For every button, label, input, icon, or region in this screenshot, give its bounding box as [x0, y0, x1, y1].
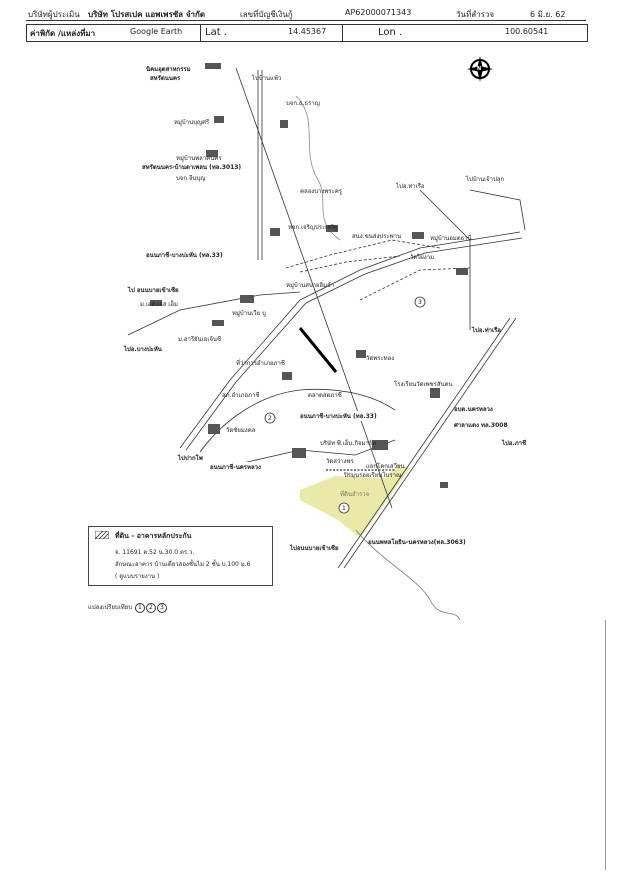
header-divider	[26, 20, 586, 21]
map-label: วัดพระทอง	[366, 355, 395, 362]
map-label: หจก.เจริญประเสริฐ	[288, 224, 338, 231]
legend-line-3: ( ดูแบบรายงาน )	[115, 573, 160, 580]
comparison-label: แปลงเปรียบเทียบ	[88, 604, 133, 611]
map-label: อนนภาชี-บางปะหัน (ทล.33)	[300, 411, 377, 421]
map-label: สหรัตนนคร	[150, 75, 181, 82]
map-label: หมู่บ้านเวีย บู	[232, 310, 266, 317]
map-label: ไปอ.ท่าเรือ	[472, 327, 501, 334]
legend-title: ที่ดิน - อาคารหลักประกัน	[115, 532, 192, 540]
account-value: AP62000071343	[345, 8, 412, 17]
comparison-marker-3: 3	[156, 603, 167, 613]
map-label: ปิรมุนรอยเรียนโบราณ	[344, 472, 402, 479]
company-label: บริษัทผู้ประเมิน	[28, 10, 80, 19]
map-label: หมู่บ้านพลาคนคร	[176, 155, 222, 162]
road-lines	[127, 67, 526, 621]
subject-land-highlight	[300, 465, 410, 538]
map-label: ไปอ.บางปะหัน	[124, 346, 162, 353]
map-label: นิคมอุตสาหกรรม	[146, 66, 191, 73]
map-label: ม.เอส.เอส เฮ็ม	[140, 301, 178, 308]
map-label: ไปบ้านแพ้ว	[252, 75, 282, 82]
divider	[200, 24, 201, 41]
map-label: ไปอ.ภาชี	[502, 440, 527, 447]
map-label: หมู่บ้านบุญศรี	[174, 119, 210, 126]
map-label: บจก.ธ.ธราญ	[286, 100, 320, 107]
legend-line-2: ลักษณะอาคาร บ้านเดี่ยวสองชั้นไม่ 2 ชั้น …	[115, 561, 251, 568]
lon-value: 100.60541	[505, 27, 549, 36]
map-label: สภ.อำเภอภาชี	[222, 392, 260, 399]
account-label: เลขที่บัญชีเงินกู้	[240, 10, 293, 19]
map-label: ศาลาแดง ทล.3008	[454, 422, 508, 429]
comparison-marker-1: 1	[134, 603, 145, 613]
legend-line-1: จ. 11691 ต.52 น.30.0 ตร.ว.	[115, 549, 195, 556]
route-marker-3: 3	[418, 299, 422, 306]
map-label: วัดสว่างพร	[326, 458, 354, 465]
map-label: ไปบ้านเจ้าปลุก	[466, 176, 505, 183]
map-label: สนง.ขนส่งประพาน	[352, 233, 402, 240]
map-label: อนนภาชี-นครหลวง	[210, 462, 261, 472]
map-label: โรงเรียนวัดเพชรสันตน	[394, 381, 453, 388]
source-value: Google Earth	[130, 27, 183, 36]
map-label: ตลาดสดภาชี	[308, 392, 342, 399]
map-label: อนนพหลโยธิน-นครหลวง(ทล.3063)	[368, 539, 466, 546]
legend-box: ที่ดิน - อาคารหลักประกัน จ. 11691 ต.52 น…	[88, 526, 273, 586]
route-marker-2: 2	[268, 415, 272, 422]
route-marker-1: 1	[342, 505, 346, 512]
route-marker-circles	[264, 296, 426, 514]
map-label: ไป อนนบายเข้าเซีย	[128, 287, 179, 294]
building-icons	[150, 63, 468, 488]
map-label: อนนภาชี-บางปะหัน (ทล.33)	[146, 252, 223, 259]
map-label: คลองบางพระครู	[300, 188, 342, 195]
comparison-marker-2: 2	[145, 603, 156, 613]
map-label: ไปอนนบายเข้าเซีย	[290, 545, 339, 552]
lat-label: Lat .	[205, 27, 227, 38]
north-arrow-icon	[467, 56, 493, 82]
lon-label: Lon .	[378, 27, 403, 38]
hatch-swatch-icon	[95, 531, 109, 539]
map-label: สหรัตนนคร-บ้านตาเพลน (ทล.3013)	[142, 164, 242, 171]
coordinates-bar	[26, 24, 588, 42]
map-label: วัดไผ่งาม	[410, 254, 435, 261]
divider	[342, 24, 343, 41]
map-label: ไปปากโพ	[178, 455, 203, 462]
date-value: 6 มิ.ย. 62	[530, 10, 566, 19]
location-label: ค่าพิกัด /แหล่งที่มา	[30, 29, 96, 38]
map-label: ที่ว่าการอำเภอภาชี	[236, 360, 285, 367]
page-edge	[605, 620, 606, 870]
map-label: ที่ดินสำรวจ	[340, 491, 370, 498]
map-label: บจก.จีนบุญ	[176, 175, 206, 182]
map-label: แยกโคกเสวียน	[366, 463, 405, 470]
map-label: ม.อารียันเอเจ้นซี	[178, 336, 222, 343]
map-label: อบต.นครหลวง	[454, 406, 493, 413]
map-label: หมู่บ้านสบายอิ่มจำ	[286, 282, 334, 289]
map-label: บริษัท พี.เอ็น.กิจมาร์ท	[320, 440, 377, 447]
map-label: ไปอ.ท่าเรือ	[396, 183, 425, 190]
map-label: วัดชัยมงคล	[226, 427, 256, 434]
north-letter: N	[477, 66, 482, 72]
map-label: หมู่บ้านอมตธานี	[430, 235, 472, 242]
date-label: วันที่สำรวจ	[456, 10, 495, 19]
company-name: บริษัท โปรสเปค แอพเพรซัล จำกัด	[88, 10, 206, 19]
lat-value: 14.45367	[288, 27, 327, 36]
